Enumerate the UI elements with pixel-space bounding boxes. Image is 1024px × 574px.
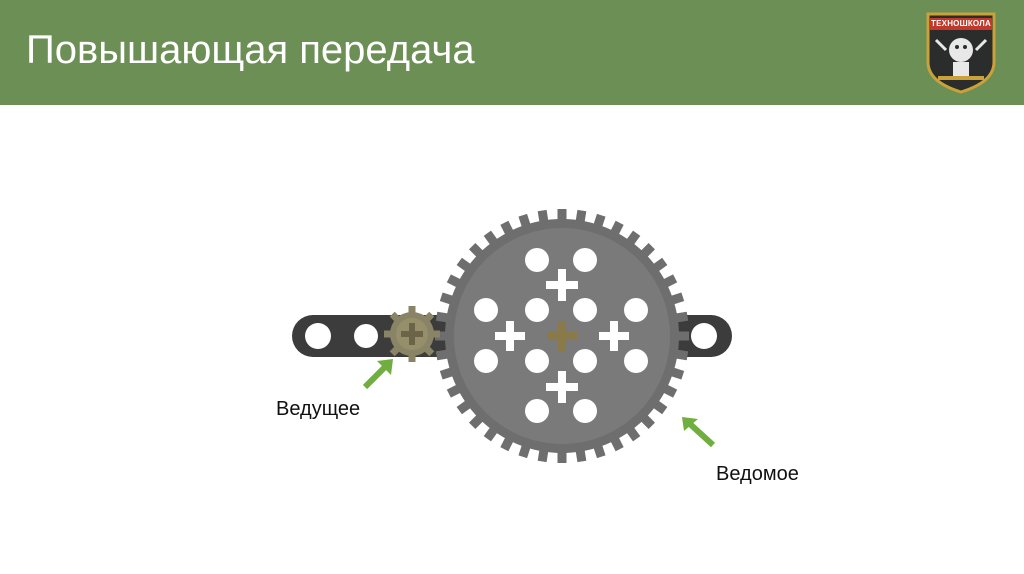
driving-gear-icon [384,306,440,362]
driving-arrow-icon [362,359,393,390]
gear-assembly-figure [292,209,732,463]
driven-gear-icon [435,209,689,463]
driven-gear-label: Ведомое [716,463,799,485]
driven-arrow-icon [682,417,716,448]
slide-title: Повышающая передача [26,28,475,72]
slide-header [0,0,1024,105]
logo-text: ТЕХНОШКОЛА [931,19,991,28]
driving-gear-label: Ведущее [276,398,361,420]
logo-icon [926,12,996,94]
